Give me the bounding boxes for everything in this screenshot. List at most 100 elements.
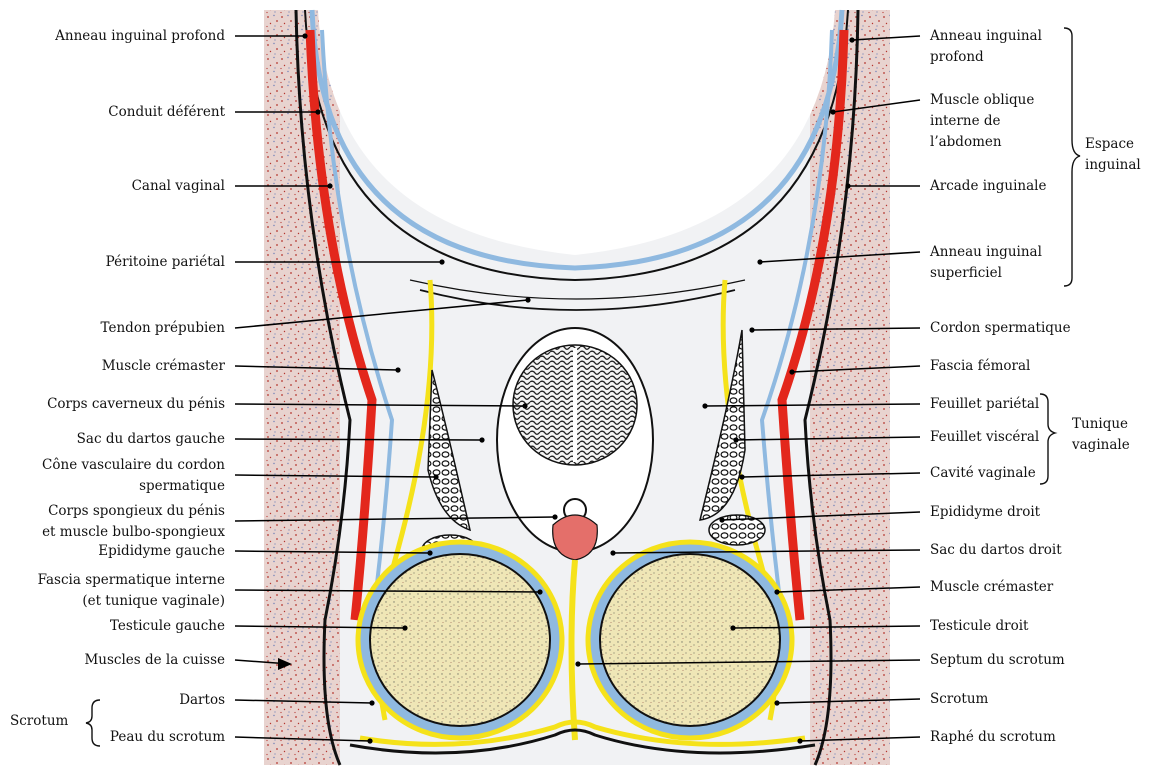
label-cordon-spermatique-line: Cordon spermatique	[930, 320, 1071, 336]
right-testis	[600, 554, 780, 726]
label-cavite-vaginale-line: Cavité vaginale	[930, 465, 1036, 481]
label-anneau-inguinal-profond-right-line: profond	[930, 49, 984, 65]
label-conduit-deferent-pointer	[315, 109, 320, 114]
label-corps-spongieux-line: et muscle bulbo-spongieux	[42, 524, 225, 540]
label-anneau-inguinal-profond-right-pointer	[849, 37, 854, 42]
label-cone-vasculaire-line: spermatique	[139, 478, 225, 494]
label-tunique-vaginale-line: vaginale	[1071, 437, 1130, 453]
label-feuillet-visceral-pointer	[733, 437, 738, 442]
label-arcade-inguinale-line: Arcade inguinale	[929, 178, 1046, 194]
label-feuillet-parietal-line: Feuillet pariétal	[930, 396, 1039, 412]
label-tendon-prepubien-pointer	[525, 297, 530, 302]
label-tendon-prepubien: Tendon prépubien	[101, 320, 226, 336]
label-tunique-vaginale: Tunique vaginale	[1071, 416, 1130, 453]
label-peritoine-parietal: Péritoine pariétal	[106, 254, 225, 270]
label-peau-scrotum-pointer	[367, 738, 372, 743]
label-fascia-femoral: Fascia fémoral	[930, 358, 1030, 374]
label-sac-dartos-droit-pointer	[610, 550, 615, 555]
label-peau-scrotum-line: Peau du scrotum	[110, 729, 225, 745]
label-muscle-oblique-interne-pointer	[830, 109, 835, 114]
label-anneau-inguinal-profond-left-line: Anneau inguinal profond	[54, 28, 225, 44]
label-septum-scrotum-line: Septum du scrotum	[930, 652, 1065, 668]
label-fascia-femoral-pointer	[789, 369, 794, 374]
label-cordon-spermatique: Cordon spermatique	[930, 320, 1071, 336]
label-muscle-oblique-interne-line: interne de	[930, 113, 1001, 129]
label-testicule-gauche: Testicule gauche	[110, 618, 225, 634]
label-dartos-pointer	[369, 700, 374, 705]
label-raphe-scrotum-line: Raphé du scrotum	[930, 729, 1056, 745]
label-cordon-spermatique-pointer	[749, 327, 754, 332]
label-arcade-inguinale: Arcade inguinale	[929, 178, 1046, 194]
label-testicule-gauche-pointer	[402, 625, 407, 630]
label-epididyme-gauche-pointer	[427, 550, 432, 555]
label-muscle-cremaster-left-line: Muscle crémaster	[102, 358, 226, 374]
label-anneau-inguinal-superficiel-line: superficiel	[930, 265, 1002, 281]
label-muscles-cuisse-line: Muscles de la cuisse	[84, 652, 225, 668]
label-tendon-prepubien-line: Tendon prépubien	[101, 320, 226, 336]
espace-inguinal-brace	[1064, 28, 1080, 286]
label-muscle-cremaster-left: Muscle crémaster	[102, 358, 226, 374]
label-sac-dartos-gauche-pointer	[479, 437, 484, 442]
label-canal-vaginal-line: Canal vaginal	[132, 178, 225, 194]
label-epididyme-gauche: Epididyme gauche	[98, 543, 225, 559]
label-feuillet-visceral: Feuillet viscéral	[930, 429, 1039, 445]
label-espace-inguinal-line: Espace	[1085, 136, 1134, 152]
label-cavite-vaginale: Cavité vaginale	[930, 465, 1036, 481]
label-fascia-spermatique-interne-pointer	[537, 589, 542, 594]
label-sac-dartos-gauche: Sac du dartos gauche	[77, 431, 225, 447]
label-testicule-gauche-line: Testicule gauche	[110, 618, 225, 634]
label-scrotum-right: Scrotum	[930, 691, 989, 707]
label-sac-dartos-droit-line: Sac du dartos droit	[930, 542, 1062, 558]
scrotal-septum	[572, 560, 576, 740]
label-septum-scrotum: Septum du scrotum	[930, 652, 1065, 668]
label-corps-caverneux: Corps caverneux du pénis	[47, 396, 225, 412]
label-espace-inguinal: Espace inguinal	[1085, 136, 1141, 173]
label-sac-dartos-gauche-leader	[235, 439, 482, 440]
label-fascia-spermatique-interne-line: Fascia spermatique interne	[38, 572, 225, 588]
label-corps-caverneux-pointer	[522, 403, 527, 408]
label-canal-vaginal-pointer	[327, 183, 332, 188]
label-cone-vasculaire-pointer	[433, 474, 438, 479]
label-dartos-line: Dartos	[179, 692, 225, 708]
label-fascia-spermatique-interne-line: (et tunique vaginale)	[82, 593, 225, 609]
label-scrotum-right-pointer	[774, 700, 779, 705]
label-arcade-inguinale-pointer	[845, 183, 850, 188]
label-septum-scrotum-pointer	[575, 661, 580, 666]
label-muscle-cremaster-right-pointer	[774, 589, 779, 594]
label-raphe-scrotum: Raphé du scrotum	[930, 729, 1056, 745]
label-corps-spongieux-line: Corps spongieux du pénis	[48, 503, 225, 519]
label-anneau-inguinal-profond-left-pointer	[302, 33, 307, 38]
label-cone-vasculaire: Cône vasculaire du cordon spermatique	[42, 457, 225, 494]
label-conduit-deferent: Conduit déférent	[108, 104, 225, 120]
left-testis	[370, 554, 550, 726]
label-muscles-cuisse: Muscles de la cuisse	[84, 652, 225, 668]
label-muscle-oblique-interne-line: Muscle oblique	[930, 92, 1034, 108]
label-testicule-droit-pointer	[730, 625, 735, 630]
label-feuillet-parietal: Feuillet pariétal	[930, 396, 1039, 412]
label-espace-inguinal-line: inguinal	[1085, 157, 1141, 173]
label-anneau-inguinal-superficiel-pointer	[757, 259, 762, 264]
label-dartos: Dartos	[179, 692, 225, 708]
label-corps-caverneux-line: Corps caverneux du pénis	[47, 396, 225, 412]
label-anneau-inguinal-profond-left: Anneau inguinal profond	[54, 28, 225, 44]
label-muscle-cremaster-right: Muscle crémaster	[930, 579, 1054, 595]
label-tunique-vaginale-line: Tunique	[1072, 416, 1128, 432]
label-epididyme-droit-line: Epididyme droit	[930, 504, 1041, 520]
label-anneau-inguinal-profond-right-line: Anneau inguinal	[929, 28, 1042, 44]
label-epididyme-gauche-line: Epididyme gauche	[98, 543, 225, 559]
label-peritoine-parietal-pointer	[439, 259, 444, 264]
label-feuillet-visceral-line: Feuillet viscéral	[930, 429, 1039, 445]
label-epididyme-droit: Epididyme droit	[930, 504, 1041, 520]
label-sac-dartos-gauche-line: Sac du dartos gauche	[77, 431, 225, 447]
label-muscle-oblique-interne-line: l’abdomen	[930, 134, 1002, 150]
label-testicule-droit-line: Testicule droit	[930, 618, 1029, 634]
label-scrotum-right-line: Scrotum	[930, 691, 989, 707]
label-feuillet-parietal-pointer	[702, 403, 707, 408]
label-anneau-inguinal-superficiel-line: Anneau inguinal	[929, 244, 1042, 260]
label-canal-vaginal: Canal vaginal	[132, 178, 225, 194]
label-fascia-femoral-line: Fascia fémoral	[930, 358, 1030, 374]
label-raphe-scrotum-pointer	[797, 738, 802, 743]
label-cone-vasculaire-line: Cône vasculaire du cordon	[42, 457, 225, 473]
label-anneau-inguinal-superficiel: Anneau inguinal superficiel	[929, 244, 1042, 281]
